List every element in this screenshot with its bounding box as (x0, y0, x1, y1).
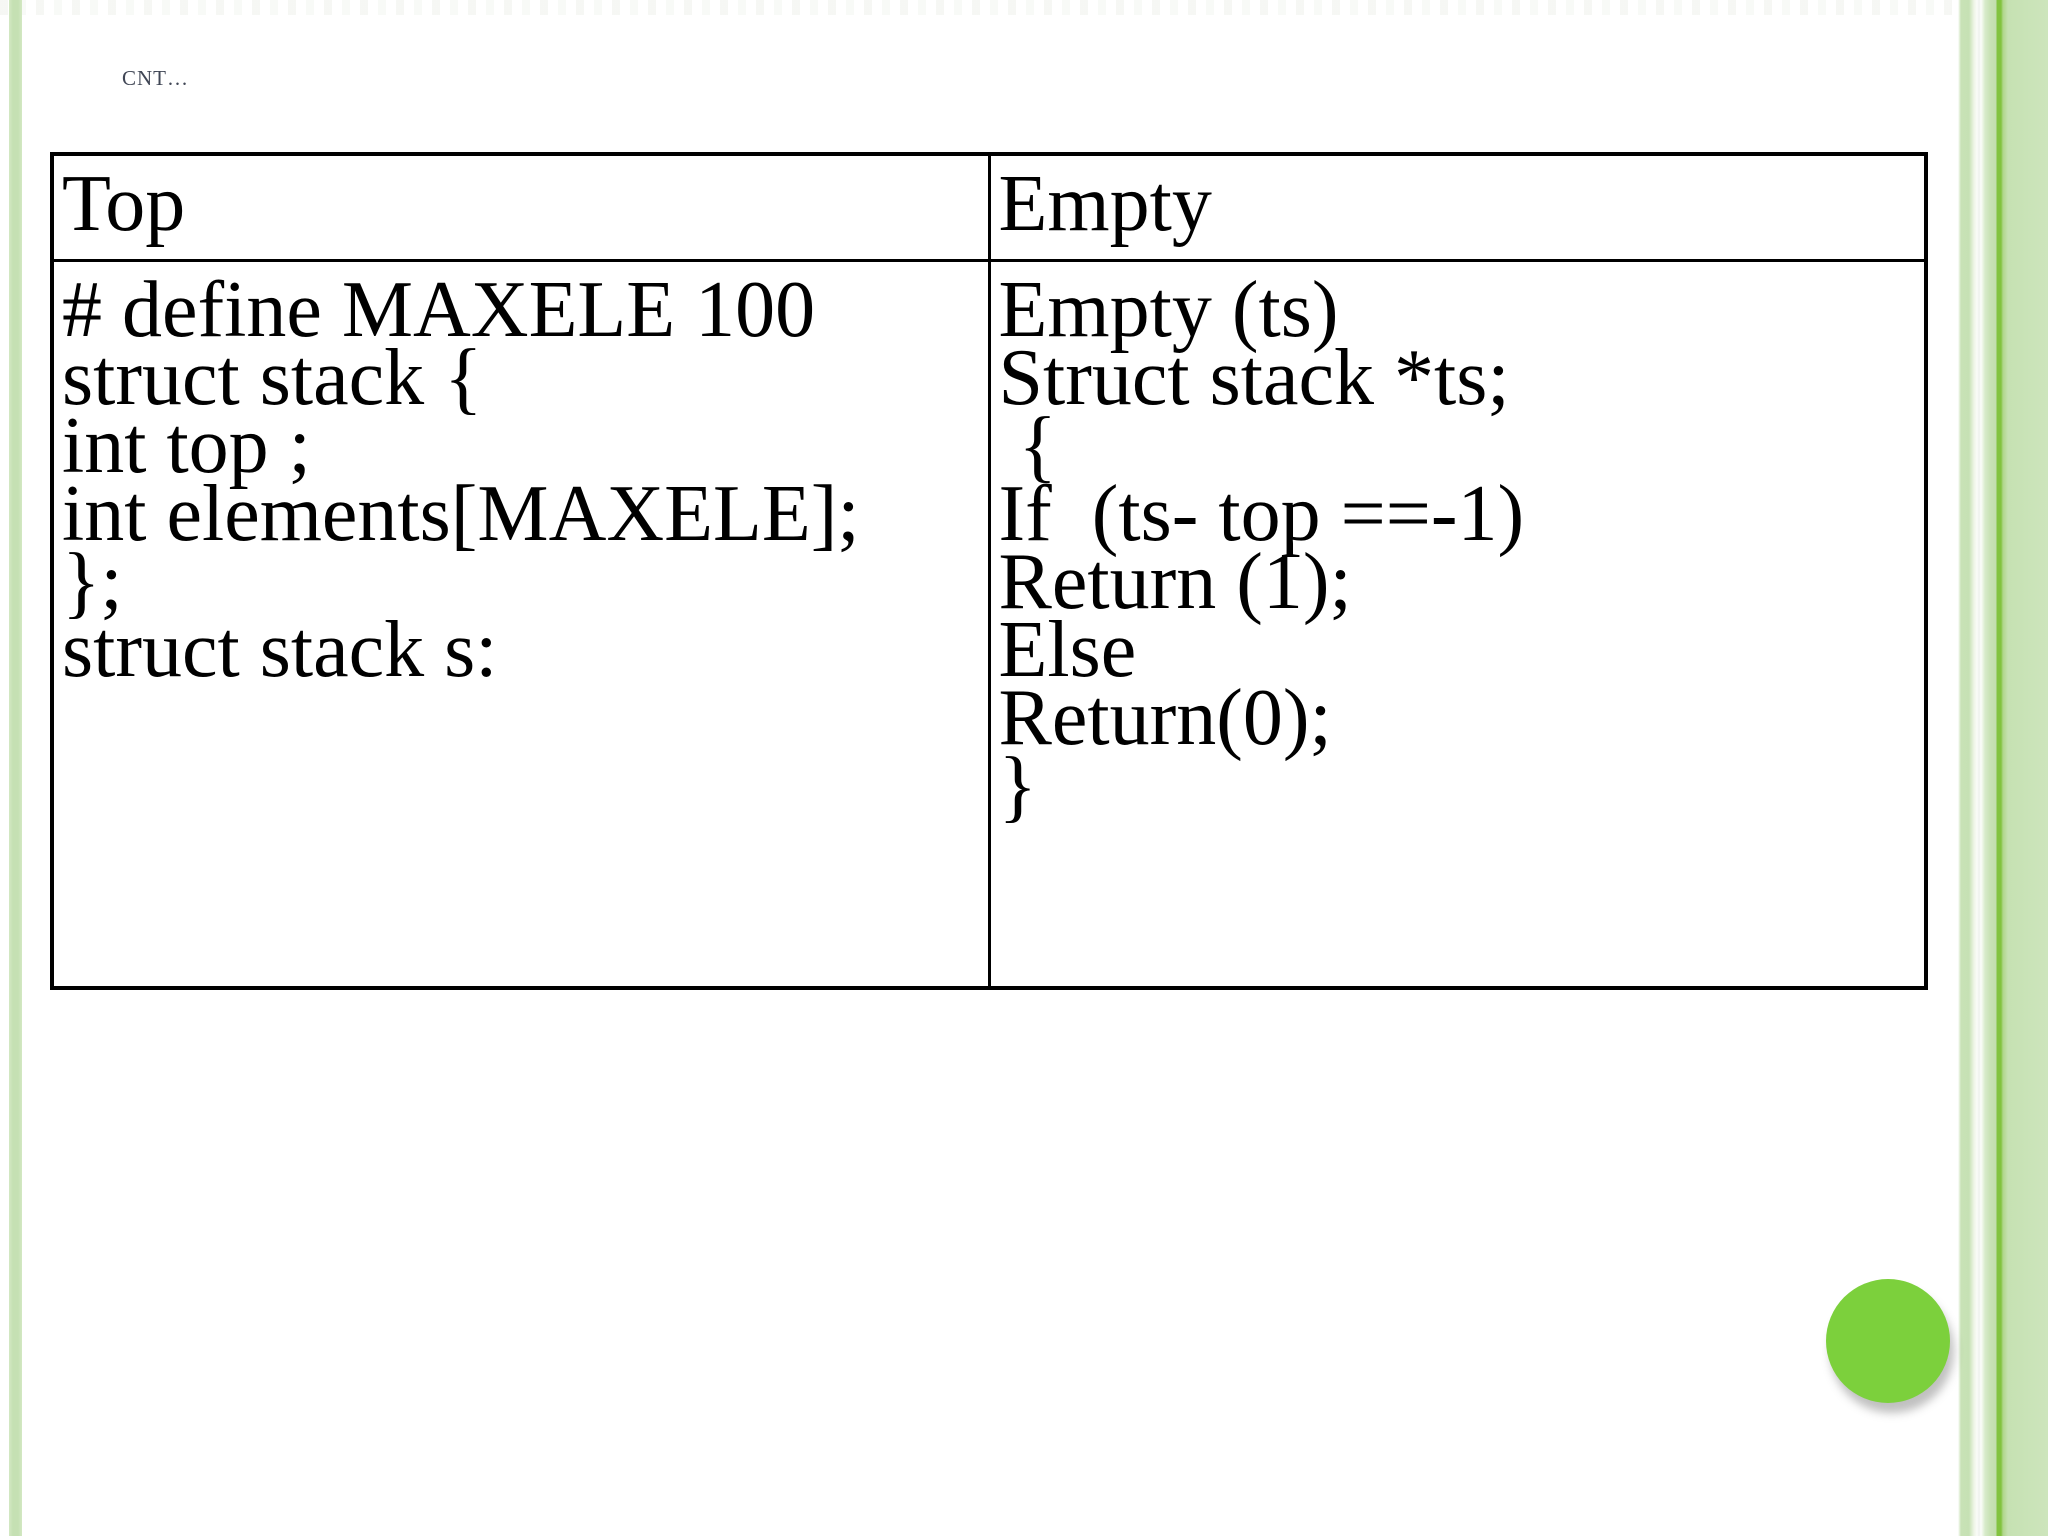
code-line: If (ts- top ==-1) (998, 470, 1525, 558)
code-line: int top ; (62, 402, 311, 490)
code-line: Empty (ts) (998, 266, 1339, 354)
table-header-row: Top Empty (50, 152, 1928, 262)
code-line: struct stack { (62, 334, 483, 422)
code-line: } (998, 742, 1037, 830)
code-line: Struct stack *ts; (998, 334, 1510, 422)
code-line: struct stack s: (62, 606, 498, 694)
left-theme-stripe (9, 0, 22, 1536)
code-line: int elements[MAXELE]; (62, 470, 860, 558)
accent-circle-decoration (1826, 1279, 1950, 1403)
top-edge-pattern-decoration (0, 0, 2048, 15)
code-comparison-table: Top Empty # define MAXELE 100 struct sta… (50, 152, 1928, 990)
table-header-top: Top (50, 152, 991, 262)
code-line: # define MAXELE 100 (62, 266, 816, 354)
code-line: { (998, 402, 1057, 490)
table-cell-top-code: # define MAXELE 100 struct stack { int t… (50, 259, 991, 990)
code-line: Return(0); (998, 674, 1332, 762)
table-body-row: # define MAXELE 100 struct stack { int t… (50, 259, 1928, 990)
code-line: }; (62, 538, 123, 626)
code-line: Return (1); (998, 538, 1352, 626)
code-line: Else (998, 606, 1137, 694)
right-theme-band (1956, 0, 2048, 1536)
table-cell-empty-code: Empty (ts) Struct stack *ts; { If (ts- t… (987, 259, 1928, 990)
table-header-empty: Empty (987, 152, 1928, 262)
slide-title: CNT… (122, 66, 189, 90)
